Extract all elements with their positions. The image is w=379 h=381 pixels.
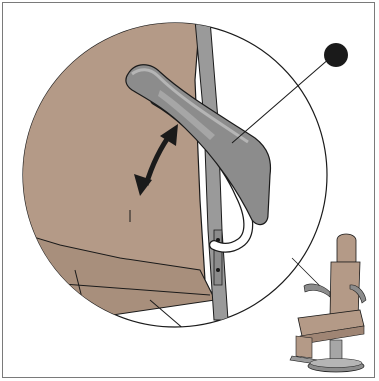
chair-armrest-right (349, 284, 367, 304)
magnifier-connector-line (291, 257, 323, 289)
seat-seam-line (149, 299, 186, 327)
armrest-handle (125, 64, 272, 226)
armrest-top-face (158, 90, 215, 140)
armrest-highlight (131, 68, 249, 144)
chair-base-top (309, 358, 363, 368)
chair-leg-rest (295, 335, 313, 359)
filled-circle-marker (324, 43, 348, 67)
magnified-detail-view (22, 22, 328, 328)
bracket-screw (216, 268, 220, 272)
double-arrow-icon (134, 124, 178, 196)
treatment-chair (289, 233, 367, 373)
chair-armrest-left (303, 283, 331, 298)
chair-headrest (336, 233, 357, 263)
figure-frame (2, 2, 375, 378)
callout-leader-line (231, 57, 331, 144)
